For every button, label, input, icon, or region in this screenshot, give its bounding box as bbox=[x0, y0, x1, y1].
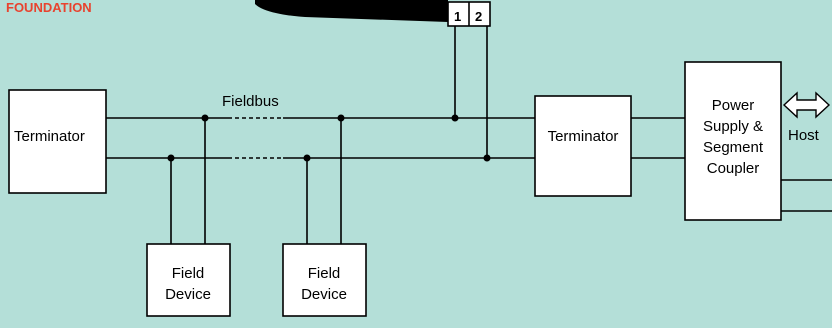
host-label: Host bbox=[788, 127, 820, 144]
host-double-arrow-icon bbox=[784, 93, 829, 117]
terminal-label-1: 1 bbox=[454, 9, 461, 24]
junction-node bbox=[304, 155, 311, 162]
power-supply-label-line1: Power bbox=[712, 97, 755, 114]
power-supply-label-line2: Supply & bbox=[703, 118, 763, 135]
field-device-2-label-line1: Field bbox=[308, 265, 341, 282]
field-device-2-label-line2: Device bbox=[301, 286, 347, 303]
field-device-1-label-line2: Device bbox=[165, 286, 211, 303]
instrument-body: 1 2 bbox=[255, 0, 490, 26]
fieldbus-label: Fieldbus bbox=[222, 93, 279, 110]
right-terminator-label: Terminator bbox=[548, 128, 619, 145]
field-device-1-label-line1: Field bbox=[172, 265, 205, 282]
terminal-label-2: 2 bbox=[475, 9, 482, 24]
power-supply-label-line4: Coupler bbox=[707, 160, 760, 177]
junction-node bbox=[338, 115, 345, 122]
power-supply-label-line3: Segment bbox=[703, 139, 764, 156]
junction-node bbox=[168, 155, 175, 162]
junction-node bbox=[202, 115, 209, 122]
junction-node bbox=[452, 115, 459, 122]
right-terminator-box bbox=[535, 96, 631, 196]
left-terminator-label: Terminator bbox=[14, 128, 85, 145]
junction-node bbox=[484, 155, 491, 162]
foundation-brand-text: FOUNDATION bbox=[6, 0, 92, 15]
